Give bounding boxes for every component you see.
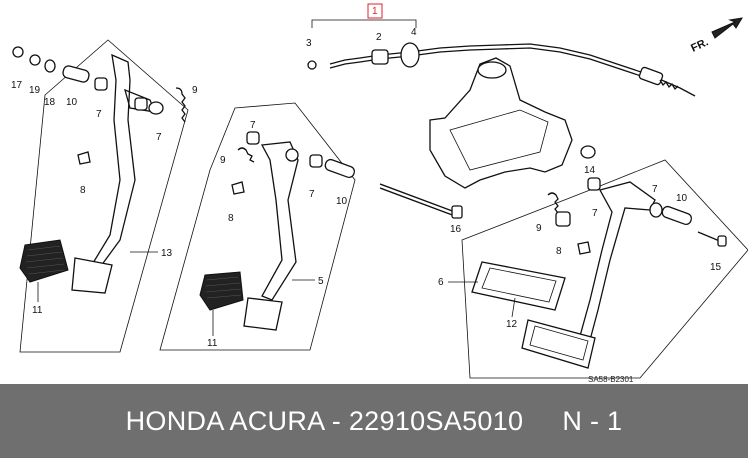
callout-14: 14 bbox=[584, 165, 596, 176]
right-pedal-group: 7 7 10 9 8 15 6 12 SA58-B2301 bbox=[438, 159, 748, 384]
middle-panel-outline bbox=[159, 102, 356, 351]
pedal-pad-rubber bbox=[19, 239, 69, 283]
nut-17 bbox=[12, 46, 24, 58]
bushing-7d bbox=[246, 131, 260, 145]
parts-diagram: 17 19 18 10 7 7 8 9 11 13 7 9 7 10 8 5 bbox=[11, 3, 748, 384]
callout-9c: 9 bbox=[536, 223, 542, 234]
bolt-16 bbox=[379, 183, 456, 213]
part-number-footer: HONDA ACURA - 22910SA5010 N - 1 bbox=[0, 384, 748, 458]
spring-9c bbox=[547, 192, 559, 214]
callout-15: 15 bbox=[710, 262, 722, 273]
callout-16: 16 bbox=[450, 224, 462, 235]
clip-3 bbox=[307, 60, 317, 70]
cable-end-fitting bbox=[638, 66, 664, 86]
pedal-assembly-drawing: 17 19 18 10 7 7 8 9 11 13 7 9 7 10 8 5 bbox=[11, 3, 748, 384]
callout-10c: 10 bbox=[676, 193, 688, 204]
accelerator-arm bbox=[579, 181, 656, 341]
stopper-8a bbox=[77, 151, 91, 165]
diagram-code: SA58-B2301 bbox=[588, 375, 634, 384]
spring-9b bbox=[237, 147, 255, 163]
spring-9a bbox=[175, 87, 186, 123]
cable-line-2 bbox=[329, 47, 651, 80]
accel-pad-12 bbox=[471, 261, 566, 311]
callout-7a: 7 bbox=[96, 109, 102, 120]
cable-grommet-4 bbox=[400, 42, 420, 68]
callout-9a: 9 bbox=[192, 85, 198, 96]
callout-7d: 7 bbox=[250, 120, 256, 131]
brake-pad-rubber bbox=[199, 271, 244, 311]
callout-5: 5 bbox=[318, 276, 324, 287]
callout-13: 13 bbox=[161, 248, 173, 259]
left-panel-outline bbox=[19, 39, 189, 353]
bushing-7e bbox=[309, 154, 323, 168]
washer-18 bbox=[44, 59, 56, 73]
callout-10a: 10 bbox=[66, 97, 78, 108]
bracket-body bbox=[429, 57, 573, 189]
callout-19: 19 bbox=[29, 85, 41, 96]
washer-19 bbox=[29, 54, 41, 66]
callout-7e: 7 bbox=[309, 189, 315, 200]
pivot-bolt-10c bbox=[661, 205, 693, 226]
bolt-16-head bbox=[451, 205, 463, 219]
pedal-pad-plate bbox=[71, 257, 113, 294]
fr-label: FR. bbox=[689, 36, 710, 54]
brake-pad-plate bbox=[243, 297, 283, 331]
callout-8b: 8 bbox=[228, 213, 234, 224]
callout-3: 3 bbox=[306, 38, 312, 49]
callout-4: 4 bbox=[411, 27, 417, 38]
bushing-7b bbox=[134, 97, 148, 111]
bushing-7f bbox=[587, 177, 601, 191]
stopper-8b bbox=[231, 181, 245, 195]
callout-1-box bbox=[367, 3, 383, 19]
bracket-inner bbox=[449, 109, 549, 171]
brake-pedal-arm bbox=[260, 141, 299, 301]
callout-1: 1 bbox=[372, 6, 378, 17]
accel-pedal-plate bbox=[521, 319, 596, 369]
callout-7c: 7 bbox=[592, 208, 598, 219]
callout-8c: 8 bbox=[556, 246, 562, 257]
callout-7b: 7 bbox=[156, 132, 162, 143]
middle-pedal-group: 7 9 7 10 8 5 11 bbox=[159, 102, 356, 351]
bushing-14 bbox=[580, 145, 596, 159]
left-pedal-group: 17 19 18 10 7 7 8 9 11 13 bbox=[11, 39, 198, 353]
part-number-text: HONDA ACURA - 22910SA5010 N - 1 bbox=[125, 405, 623, 436]
cable-group: 1 3 2 4 FR. bbox=[306, 3, 743, 97]
callout-8a: 8 bbox=[80, 185, 86, 196]
callout-10b: 10 bbox=[336, 196, 348, 207]
bolt-15-head bbox=[717, 235, 727, 247]
pivot-bolt-10b bbox=[324, 158, 356, 179]
cable-end-2 bbox=[371, 49, 389, 65]
bushing-7c bbox=[148, 101, 164, 115]
callout-11a: 11 bbox=[32, 305, 43, 316]
callout-2: 2 bbox=[376, 32, 382, 43]
stopper-8c bbox=[577, 241, 591, 255]
pedal-bracket-assembly: 14 16 bbox=[379, 57, 596, 235]
bushing-7a bbox=[94, 77, 108, 91]
callout-18: 18 bbox=[44, 97, 56, 108]
callout-7f: 7 bbox=[652, 184, 658, 195]
spring-seat bbox=[555, 211, 571, 227]
pivot-hole bbox=[285, 148, 299, 162]
callout-11b: 11 bbox=[207, 338, 218, 349]
bushing-7g bbox=[649, 202, 663, 218]
callout-12: 12 bbox=[506, 319, 518, 330]
callout-9b: 9 bbox=[220, 155, 226, 166]
front-arrow: FR. bbox=[689, 17, 743, 55]
cable-spring bbox=[659, 79, 679, 91]
callout-6: 6 bbox=[438, 277, 444, 288]
cable-line bbox=[329, 43, 696, 97]
callout-17: 17 bbox=[11, 80, 23, 91]
cable-bracket-line bbox=[311, 19, 417, 28]
bracket-top bbox=[477, 61, 507, 79]
pivot-bolt-10 bbox=[62, 65, 90, 83]
